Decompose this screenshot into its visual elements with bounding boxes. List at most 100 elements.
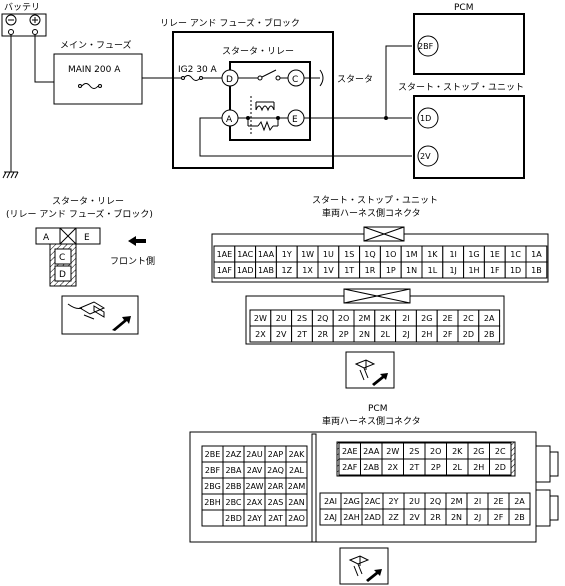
pin-label: 2AT [268,514,283,523]
pin-label: 2Y [389,497,399,506]
svg-text:E: E [292,115,298,125]
pin-label: 1V [323,266,334,275]
pin-label: 2AP [268,450,284,459]
svg-text:A: A [226,115,233,125]
pin-label: 2AS [268,498,284,507]
pin-label: 2Q [317,314,328,323]
pin-label: 2X [387,463,398,472]
pin-label: 2AN [288,498,305,507]
pin-label: 2BA [225,466,242,475]
svg-text:2V: 2V [420,152,431,161]
svg-text:D: D [226,75,233,85]
pin-label: 1S [344,250,354,259]
pin-label: 2AV [247,466,263,475]
pin-label: 2R [430,513,441,522]
main-fuse-box [53,53,143,105]
pin-label: 1L [428,266,438,275]
pin-label: 2AB [363,463,379,472]
pin-label: 2AX [246,498,263,507]
pin-label: 1X [302,266,313,275]
pin-label: 2AF [342,463,358,472]
pin-label: 2I [402,314,409,323]
pin-label: 2BE [205,450,221,459]
relay-fuse-block-label: リレー アンド フューズ・ブロック [160,17,300,29]
pin-label: 1AA [258,250,275,259]
pin-label: 2D [463,330,474,339]
pin-label: 2G [473,447,484,456]
ssu-conn-subtitle: 車両ハーネス側コネクタ [322,207,421,219]
pin-label: 2AI [324,497,337,506]
pin-label: 2I [474,497,481,506]
pin-label: 1I [449,250,456,259]
pin-label: 2A [514,497,525,506]
pin-label: 2V [276,330,287,339]
wiring-section: バッテリ メイン・フューズ MAIN 200 A リレー アンド フューズ・ブロ… [1,2,525,179]
pin-label: 2BC [225,498,241,507]
svg-text:2BF: 2BF [418,42,434,51]
pin-label: 2AY [247,514,262,523]
pcm-conn-title: PCM [368,404,387,414]
pin-label: 1R [365,266,376,275]
svg-text:C: C [292,75,298,85]
pin-label: 1N [406,266,417,275]
main-fuse-box-label: メイン・フューズ [60,39,132,51]
pin-label: 2AM [288,482,306,491]
svg-text:1D: 1D [420,114,431,123]
pin-label: 2AK [289,450,306,459]
pin-label: 2N [359,330,370,339]
pin-label: 2B [484,330,495,339]
pin-label: 2AJ [324,513,337,522]
pin-label: 2V [409,513,420,522]
ssu-term-1d [417,107,439,129]
pin-label: 2N [451,513,462,522]
pin-label: 2H [473,463,484,472]
pcm-box [413,13,525,75]
pin-label: 2AA [363,447,380,456]
relay-view-term-c [54,248,72,265]
pin-label: 2BD [225,514,242,523]
pin-cell [285,509,308,527]
pin-label: 1AD [237,266,254,275]
pin-label: 2AQ [267,466,284,475]
pin-label: 1T [344,266,354,275]
svg-text:C: C [59,253,65,263]
pin-label: 2AO [288,514,305,523]
pin-label: 2AH [343,513,360,522]
relay-view-title: スタータ・リレー [52,196,124,207]
ssu-term-2v [417,145,439,167]
pin-label: 2D [495,463,506,472]
pin-label: 2C [495,447,506,456]
ssu-label: スタート・ストップ・ユニット [398,82,524,93]
pin-label: 2T [409,463,419,472]
pin-label: 1AC [237,250,253,259]
pin-label: 2C [463,314,474,323]
pin-label: 2K [452,447,463,456]
pin-label: 1O [385,250,396,259]
pin-cell [478,325,501,343]
pin-label: 1C [510,250,521,259]
pin-label: 2AZ [225,450,242,459]
pin-label: 1H [468,266,479,275]
pin-label: 1F [490,266,500,275]
pin-label: 2F [443,330,453,339]
pin-label: 2AC [364,497,380,506]
relay-view-term-d [54,265,72,282]
pin-label: 2O [430,447,441,456]
pin-label: 1E [490,250,500,259]
pin-label: 2Z [388,513,399,522]
pin-label: 2O [338,314,349,323]
starter-label: スタータ [337,74,373,85]
battery-label: バッテリ [4,2,40,13]
relay-fuse-block [172,31,334,169]
pin-label: 2F [494,513,504,522]
svg-text:E: E [84,233,90,243]
